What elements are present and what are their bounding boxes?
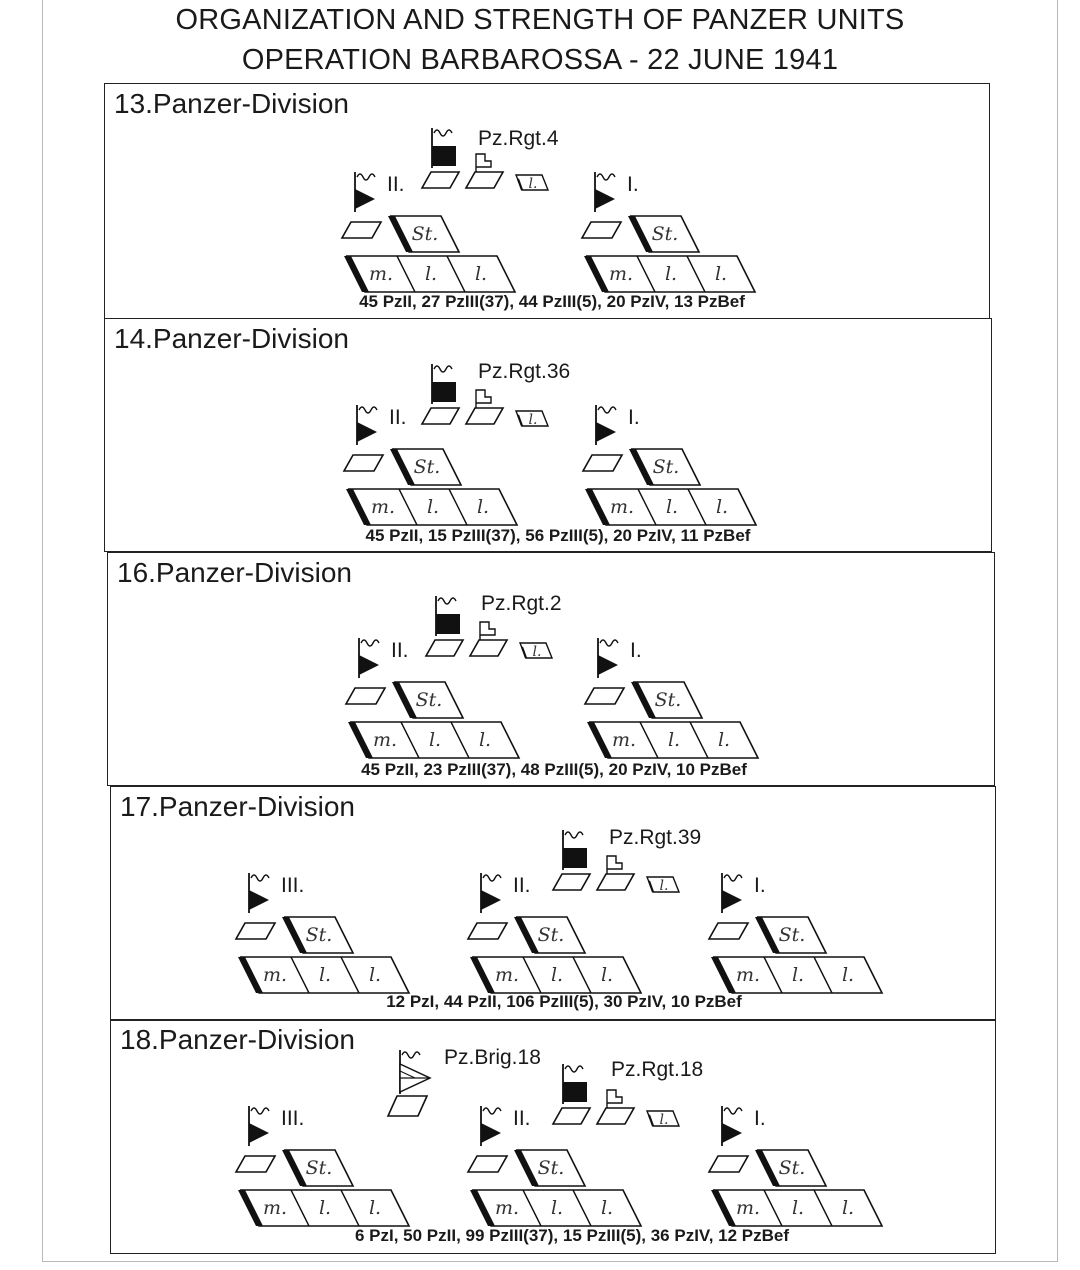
division-tank-strength: 6 PzI, 50 PzII, 99 PzIII(37), 15 PzIII(5… (354, 1226, 790, 1245)
division-tank-strength: 45 PzII, 27 PzIII(37), 44 PzIII(5), 20 P… (359, 292, 745, 311)
division-panel (107, 552, 995, 786)
division-tank-strength: 45 PzII, 15 PzIII(37), 56 PzIII(5), 20 P… (365, 526, 751, 545)
chart-title-line-2: OPERATION BARBAROSSA - 22 JUNE 1941 (241, 44, 839, 76)
division-name: 18.Panzer-Division (120, 1024, 355, 1055)
division-name: 17.Panzer-Division (120, 791, 355, 822)
page-frame (42, 0, 1058, 1262)
division-panel (104, 83, 990, 319)
division-name: 14.Panzer-Division (114, 323, 349, 354)
division-tank-strength: 45 PzII, 23 PzIII(37), 48 PzIII(5), 20 P… (361, 760, 747, 779)
division-name: 16.Panzer-Division (117, 557, 352, 588)
division-panel (104, 318, 992, 552)
division-tank-strength: 12 PzI, 44 PzII, 106 PzIII(5), 30 PzIV, … (386, 992, 742, 1011)
division-name: 13.Panzer-Division (114, 88, 349, 119)
chart-title-line-1: ORGANIZATION AND STRENGTH OF PANZER UNIT… (175, 4, 905, 36)
